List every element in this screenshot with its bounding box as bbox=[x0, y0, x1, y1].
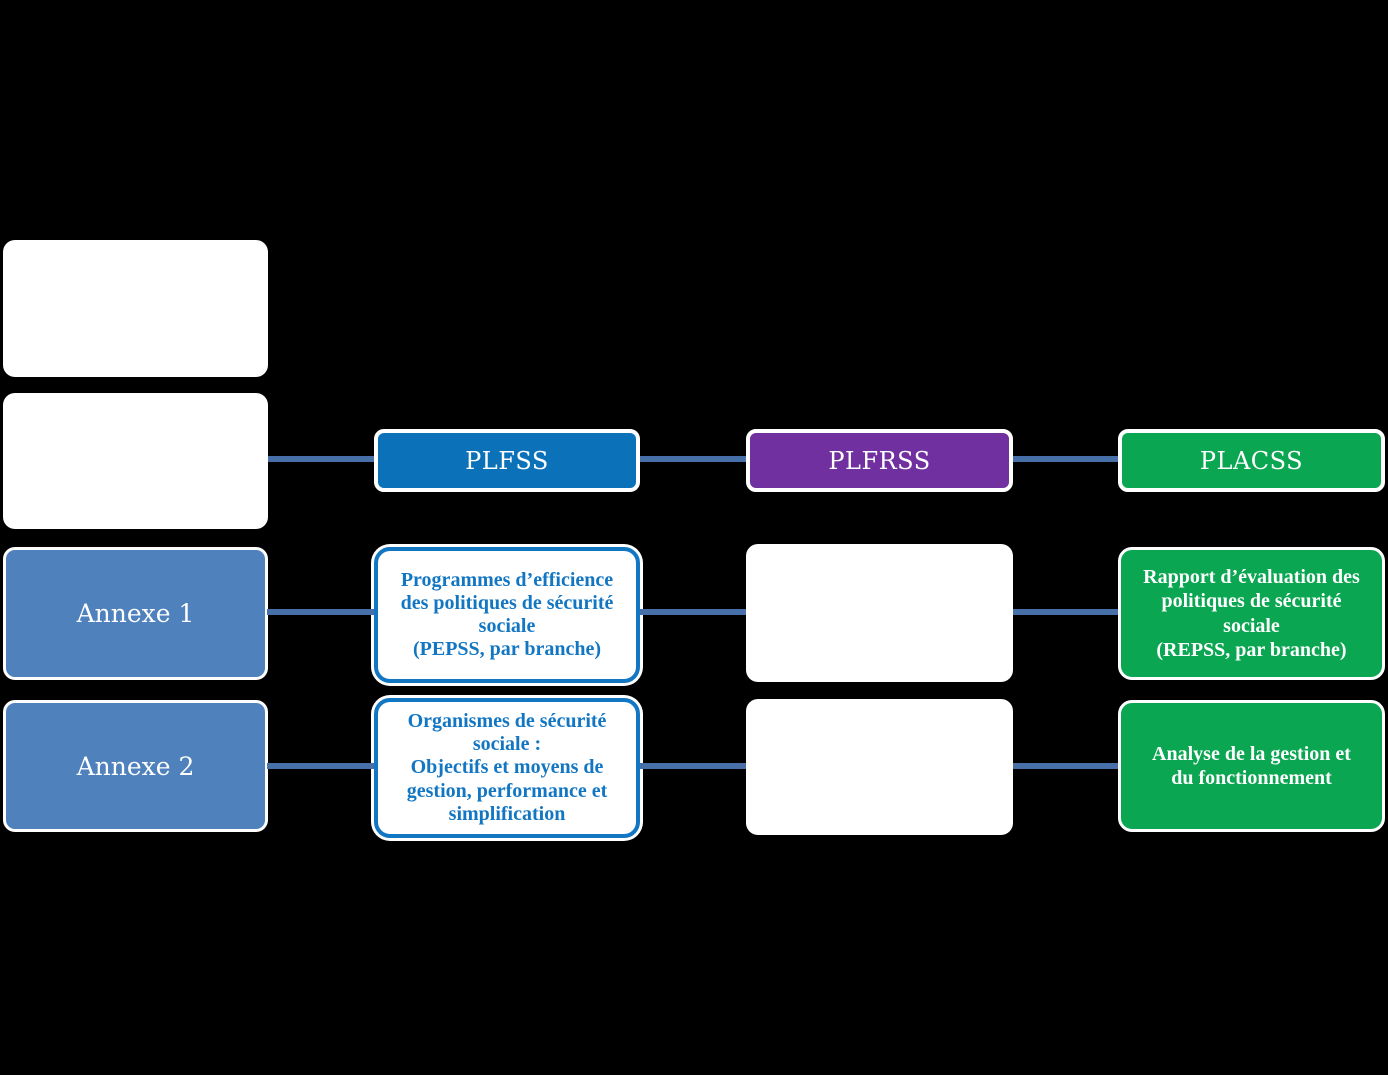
node-placss-label: PLACSS bbox=[1199, 446, 1304, 475]
node-organismes-text: Organismes de sécurité sociale : Objecti… bbox=[406, 710, 608, 825]
node-placss: PLACSS bbox=[1118, 429, 1385, 492]
connector-pepss-mid1 bbox=[640, 609, 746, 615]
connector-mid2-analyse bbox=[1013, 763, 1118, 769]
node-plfss: PLFSS bbox=[374, 429, 640, 492]
node-analyse-gestion: Analyse de la gestion et du fonctionneme… bbox=[1118, 700, 1385, 832]
connector-annexe2-organismes bbox=[267, 763, 374, 769]
node-repss-text: Rapport d’évaluation des politiques de s… bbox=[1143, 565, 1360, 661]
connector-plfss-plfrss bbox=[640, 456, 746, 462]
empty-card-law-row bbox=[3, 393, 268, 529]
node-analyse-gestion-text: Analyse de la gestion et du fonctionneme… bbox=[1152, 742, 1351, 789]
node-annexe-1: Annexe 1 bbox=[3, 547, 268, 680]
node-plfrss-label: PLFRSS bbox=[828, 446, 931, 475]
node-annexe-2: Annexe 2 bbox=[3, 700, 268, 832]
connector-annexe1-pepss bbox=[267, 609, 374, 615]
node-plfss-label: PLFSS bbox=[465, 446, 549, 475]
node-plfrss: PLFRSS bbox=[746, 429, 1013, 492]
connector-organismes-mid2 bbox=[640, 763, 746, 769]
node-annexe-1-label: Annexe 1 bbox=[76, 599, 195, 628]
node-organismes: Organismes de sécurité sociale : Objecti… bbox=[374, 698, 640, 838]
node-repss: Rapport d’évaluation des politiques de s… bbox=[1118, 547, 1385, 680]
node-annexe-2-label: Annexe 2 bbox=[76, 751, 195, 781]
connector-lawcard-plfss bbox=[268, 456, 374, 462]
connector-plfrss-placss bbox=[1013, 456, 1118, 462]
empty-card-top bbox=[3, 240, 268, 377]
empty-card-plfrss-annexe-2 bbox=[746, 699, 1013, 835]
connector-mid1-repss bbox=[1013, 609, 1118, 615]
empty-card-plfrss-annexe-1 bbox=[746, 544, 1013, 682]
node-pepss: Programmes d’efficience des politiques d… bbox=[374, 547, 640, 683]
node-pepss-text: Programmes d’efficience des politiques d… bbox=[400, 568, 614, 661]
